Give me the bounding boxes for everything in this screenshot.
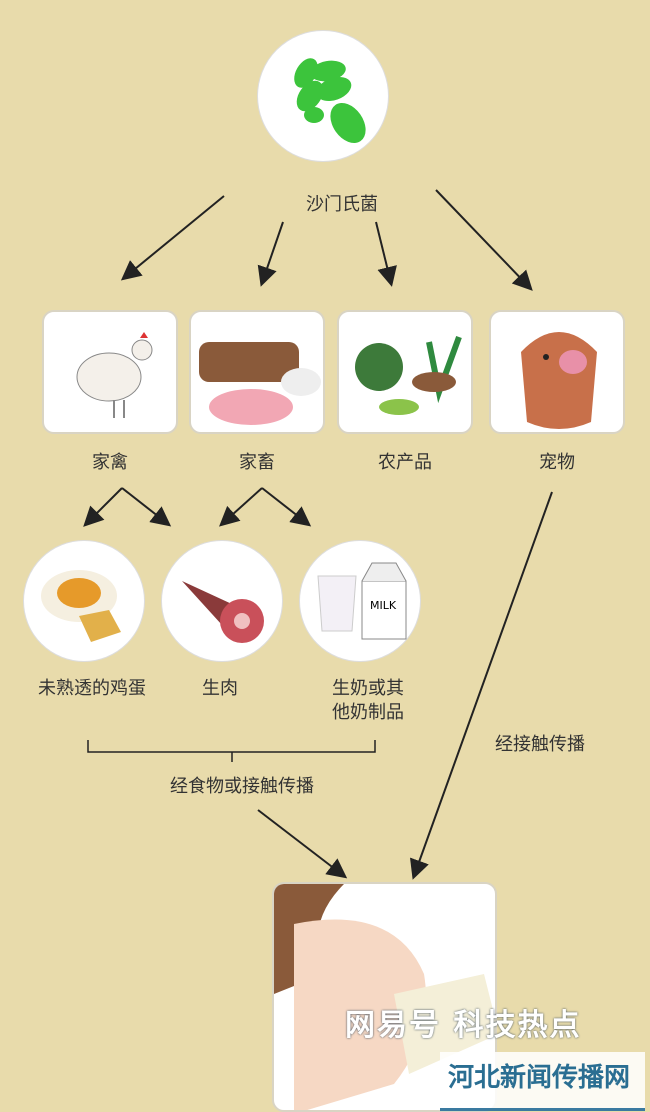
arrow-livestock-milk (261, 487, 312, 527)
watermark-banner: 河北新闻传播网 (440, 1052, 645, 1111)
salmonella-label: 沙门氏菌 (306, 194, 378, 215)
chicken-icon (76, 332, 153, 418)
person-drinking-icon (274, 884, 495, 1110)
milk-carton-text: MILK (370, 599, 397, 612)
arrow-poultry-meat (121, 487, 172, 527)
arrow-to-livestock (257, 221, 284, 287)
watermark: 网易号 科技热点 (345, 1008, 582, 1043)
card-livestock (189, 310, 325, 434)
card-produce (337, 310, 473, 434)
arrow-livestock-meat (219, 487, 263, 527)
bacteria-icon (294, 58, 366, 143)
meat-circle (161, 540, 283, 662)
arrow-to-produce (375, 221, 397, 287)
arrow-pet-to-person (410, 491, 553, 880)
dog-icon (521, 332, 597, 429)
arrow-to-pets (435, 189, 533, 291)
milk-label-line2: 他奶制品 (332, 702, 404, 723)
watermark-under-text: 河北新闻传播网 (448, 1063, 631, 1093)
arrow-poultry-egg (83, 487, 123, 527)
salmonella-circle (257, 30, 389, 162)
poultry-label: 家禽 (92, 452, 128, 473)
card-poultry (42, 310, 178, 434)
produce-icon (355, 335, 462, 415)
egg-label: 未熟透的鸡蛋 (38, 678, 146, 699)
arrow-food-to-person (257, 809, 348, 879)
card-pets (489, 310, 625, 434)
egg-icon (41, 570, 121, 642)
meat-label: 生肉 (202, 678, 238, 699)
milk-circle: MILK (299, 540, 421, 662)
produce-label: 农产品 (378, 452, 432, 473)
egg-circle (23, 540, 145, 662)
contact-route-label: 经接触传播 (495, 734, 585, 755)
bracket (87, 740, 376, 762)
food-route-label: 经食物或接触传播 (170, 776, 314, 797)
raw-meat-icon (182, 581, 264, 643)
livestock-icon (199, 342, 321, 425)
milk-label-line1: 生奶或其 (332, 678, 404, 699)
pets-label: 宠物 (539, 452, 575, 473)
milk-icon: MILK (317, 562, 407, 640)
arrow-to-poultry (120, 195, 225, 281)
livestock-label: 家畜 (239, 452, 275, 473)
